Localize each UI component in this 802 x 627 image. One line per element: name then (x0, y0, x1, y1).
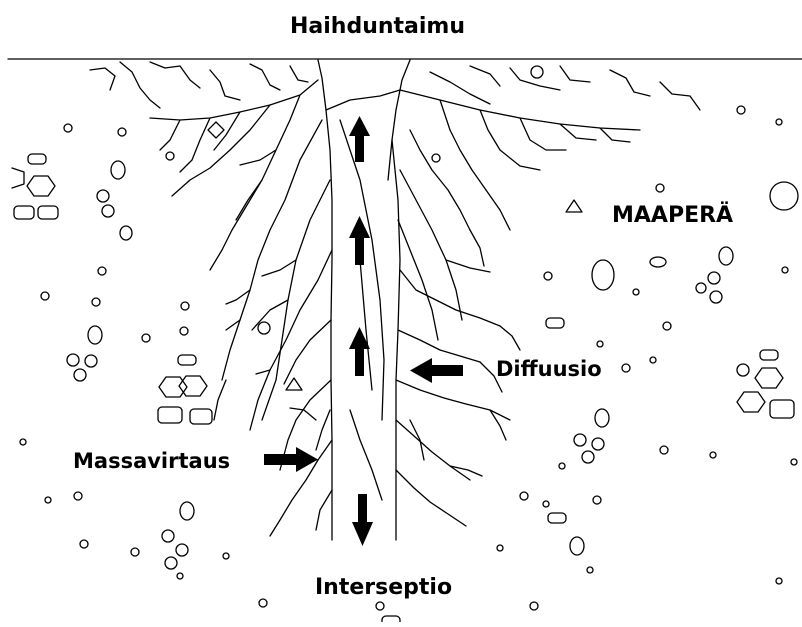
soil-particles (12, 66, 798, 622)
label-interseptio: Interseptio (315, 577, 452, 599)
arrow-down (352, 494, 373, 546)
label-maapera: MAAPERÄ (612, 205, 733, 227)
arrow-up-2 (349, 216, 370, 265)
arrow-diffusion (410, 358, 463, 383)
label-massavirtaus: Massavirtaus (73, 451, 230, 472)
arrow-mass-flow (264, 447, 318, 472)
label-diffuusio: Diffuusio (496, 359, 602, 380)
label-haihduntaimu: Haihduntaimu (290, 16, 465, 38)
